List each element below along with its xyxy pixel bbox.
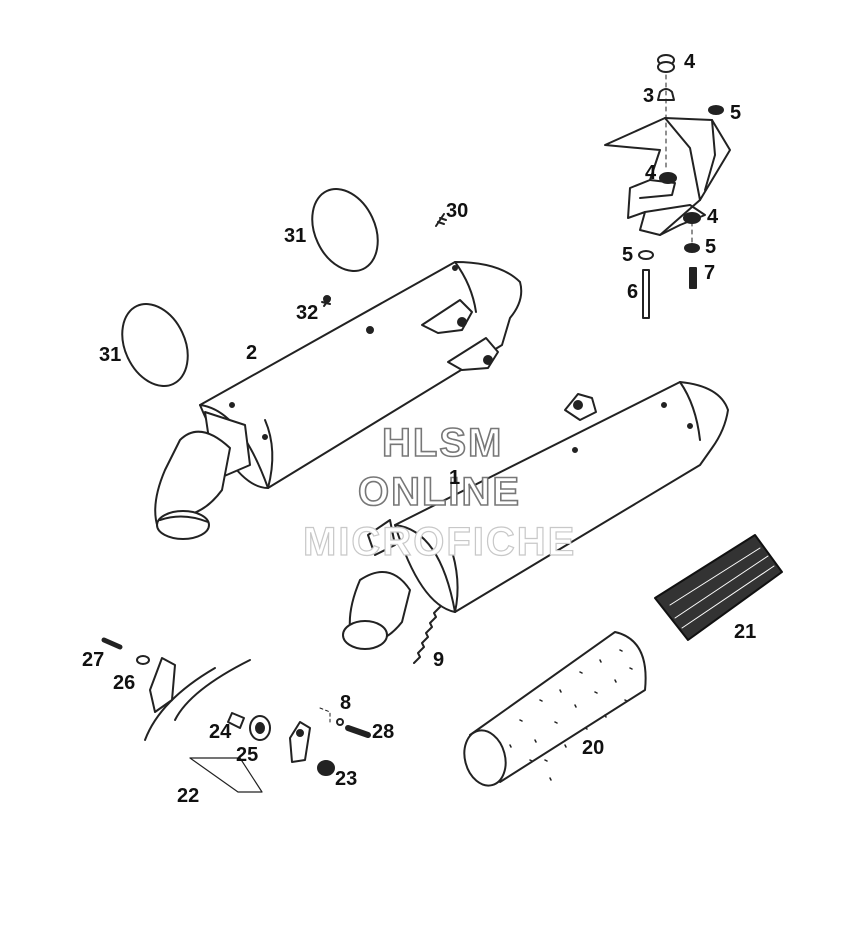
watermark-line-1: HLSM [381, 421, 504, 465]
callout-22: 22 [177, 785, 200, 807]
bushing-4-middle [659, 172, 677, 184]
callout-4-middle: 4 [645, 162, 657, 184]
bolt-7 [689, 267, 697, 289]
callout-1: 1 [449, 467, 461, 489]
spring-pin-30 [435, 213, 447, 227]
callout-25: 25 [236, 744, 259, 766]
screw-32-head [323, 295, 331, 303]
spring-9 [413, 606, 441, 664]
callout-5-left: 5 [622, 244, 634, 266]
bolt-6 [642, 269, 650, 319]
wool-packing-21 [654, 534, 783, 641]
callout-6: 6 [627, 281, 639, 303]
callout-4-top: 4 [684, 51, 696, 73]
callout-2: 2 [246, 342, 258, 364]
callout-31-upper: 31 [284, 225, 307, 247]
watermark-line-3: MICROFICHE [302, 520, 577, 564]
callout-8: 8 [340, 692, 352, 714]
washer-5-right [684, 243, 700, 253]
callout-32: 32 [296, 302, 319, 324]
callout-3: 3 [643, 85, 655, 107]
silencer-upper [154, 261, 523, 540]
watermark-line-2: ONLINE [357, 470, 522, 514]
callout-5-right: 5 [705, 236, 717, 258]
callout-21: 21 [734, 621, 757, 643]
silencer-lower [342, 381, 729, 650]
callout-30: 30 [446, 200, 469, 222]
washer-5-left [638, 250, 654, 260]
washer-5-top [708, 105, 724, 115]
gasket-ring-upper [311, 188, 379, 272]
callout-20: 20 [582, 737, 605, 759]
callout-7: 7 [704, 262, 716, 284]
callout-24: 24 [209, 721, 232, 743]
gasket-ring-lower [121, 303, 189, 387]
rubber-bushing-4-top-base [657, 61, 675, 73]
callout-27: 27 [82, 649, 105, 671]
insulation-20 [463, 631, 647, 787]
callout-26: 26 [113, 672, 136, 694]
callout-28: 28 [372, 721, 395, 743]
callout-9: 9 [433, 649, 445, 671]
callout-31-lower: 31 [99, 344, 122, 366]
callout-23: 23 [335, 768, 358, 790]
callout-5-top: 5 [730, 102, 742, 124]
callout-4-lower: 4 [707, 206, 719, 228]
bracket-centerline [665, 74, 693, 246]
clamp-assembly [101, 637, 371, 793]
